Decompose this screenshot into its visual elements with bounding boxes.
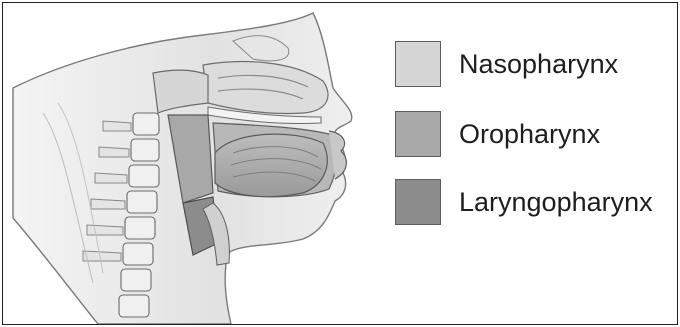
nasopharynx-swatch: [395, 41, 441, 87]
legend-label: Oropharynx: [459, 117, 600, 151]
head-neck-sagittal-illustration: [3, 3, 383, 324]
legend-label: Nasopharynx: [459, 47, 618, 81]
legend-item-oropharynx: Oropharynx: [395, 111, 678, 161]
laryngopharynx-swatch: [395, 179, 441, 225]
oropharynx-swatch: [395, 111, 441, 157]
legend-label: Laryngopharynx: [459, 185, 653, 219]
legend-item-laryngopharynx: Laryngopharynx: [395, 179, 678, 229]
legend-item-nasopharynx: Nasopharynx: [395, 41, 678, 91]
tongue: [215, 134, 327, 197]
